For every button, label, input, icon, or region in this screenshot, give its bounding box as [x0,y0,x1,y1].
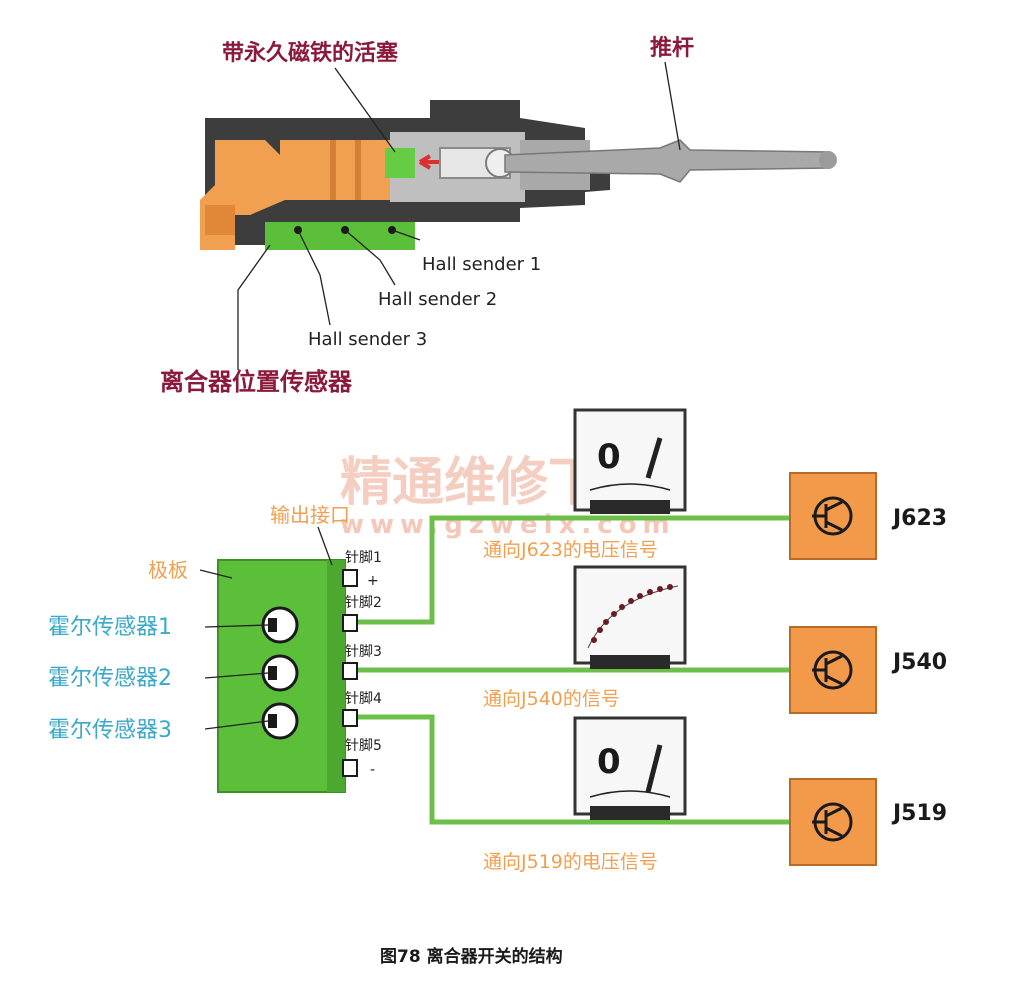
hall-sender-2-label: Hall sender 2 [378,289,497,310]
bottom-leader-lines [199,526,333,730]
meter-j519: 0 [573,716,687,820]
hall-sender-1-label: Hall sender 1 [422,254,541,275]
pin-3-label: 针脚3 [345,644,382,660]
pin-4 [342,709,358,727]
ecu-j519-label: J519 [891,801,947,826]
pin-4-label: 针脚4 [345,691,382,707]
meter-j623: 0 [573,408,687,514]
watermark-url: www.gzweix.com [340,510,676,540]
pin-minus: - [370,762,375,778]
meter-j540 [573,565,687,669]
top-leader-lines [237,61,681,370]
pin-5-label: 针脚5 [345,738,382,754]
pushrod-label: 推杆 [650,36,694,61]
pin-2-label: 针脚2 [345,595,382,611]
pin-3 [342,662,358,680]
sensor-label: 离合器位置传感器 [160,368,353,396]
hall-sensor-1-label: 霍尔传感器1 [48,615,172,640]
pin-5 [342,759,358,777]
meter-j540-dots [591,584,673,643]
piston-label: 带永久磁铁的活塞 [222,40,399,66]
ecu-j623 [789,472,877,560]
connector-pins [342,569,358,777]
output-port-strip [327,560,345,792]
signal-j540-label: 通向J540的信号 [483,688,620,710]
meter-j519-zero: 0 [597,742,621,782]
meter-j623-zero: 0 [597,437,621,477]
hall-sender-3-label: Hall sender 3 [308,329,427,350]
pin-1 [342,569,358,587]
signal-j623-label: 通向J623的电压信号 [483,539,658,561]
figure-caption: 图78 离合器开关的结构 [380,946,563,967]
hall-sensor-circles [261,606,299,740]
output-port-label: 输出接口 [270,503,350,527]
signal-wires [355,515,790,825]
sensor-cross-section [200,100,837,250]
ecu-j540-label: J540 [891,650,947,675]
pin-1-label: 针脚1 [345,550,382,566]
meter-j519-needle [645,744,663,793]
meter-j623-needle [645,437,663,479]
pin-plus: + [367,573,379,589]
hall-sensor-3-label: 霍尔传感器3 [48,718,172,743]
pin-2 [342,614,358,632]
hall-sensor-2-label: 霍尔传感器2 [48,666,172,691]
signal-j519-label: 通向J519的电压信号 [483,851,658,873]
permanent-magnet [385,148,415,178]
ecu-j519 [789,778,877,866]
connector-pin [205,205,235,235]
ecu-j540 [789,626,877,714]
pole-plate-label: 极板 [148,558,188,582]
ecu-j623-label: J623 [891,506,947,531]
